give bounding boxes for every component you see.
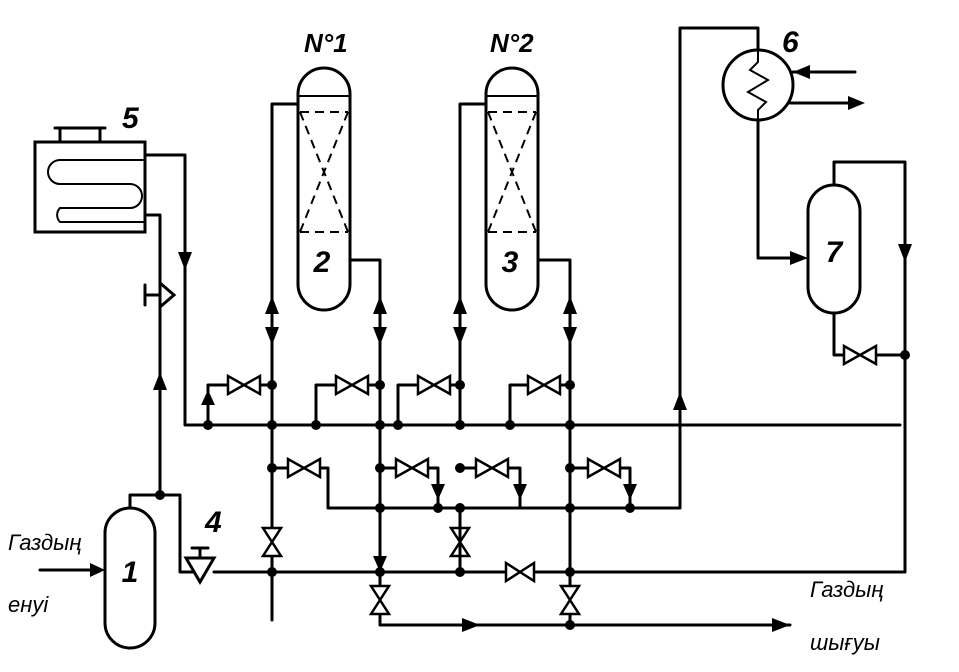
vertical-valves [260, 506, 582, 616]
gas-outlet-line2: шығуы [810, 630, 880, 655]
adsorber-3: 3 [484, 66, 540, 312]
valve-4-label: 4 [204, 506, 222, 539]
adsorber-3-label: 3 [502, 246, 519, 279]
riser-arrow-icon [153, 372, 167, 390]
cooler-6-label: 6 [782, 26, 799, 59]
upper-valve-row [201, 373, 575, 427]
adsorber-tag-2: N°2 [490, 28, 534, 58]
inlet-arrow-icon [90, 563, 105, 577]
outlet-arrow-icon [772, 618, 790, 632]
lower-valve-row [267, 26, 760, 622]
heater-5-label: 5 [122, 102, 140, 135]
adsorber-2-label: 2 [313, 246, 331, 279]
bottom-valve [504, 560, 536, 584]
separator-7: 7 [806, 183, 862, 315]
gas-outlet-line1: Газдың [810, 577, 883, 602]
heater-5: 5 [33, 102, 147, 234]
adsorber-tag-1: N°1 [304, 28, 348, 58]
valve-4: 4 [183, 506, 222, 585]
vessel-1: 1 [103, 506, 157, 650]
check-valve-icon [143, 279, 177, 311]
separator-7-label: 7 [826, 236, 844, 269]
heater-out-arrow-icon [178, 252, 192, 270]
cooler-6: 6 [721, 26, 799, 122]
vessel-1-label: 1 [122, 556, 139, 589]
gas-inlet: Газдың енуі [8, 530, 105, 617]
gas-inlet-line1: Газдың [8, 530, 81, 555]
adsorber-2: 2 [296, 66, 352, 312]
gas-inlet-line2: енуі [8, 592, 49, 617]
